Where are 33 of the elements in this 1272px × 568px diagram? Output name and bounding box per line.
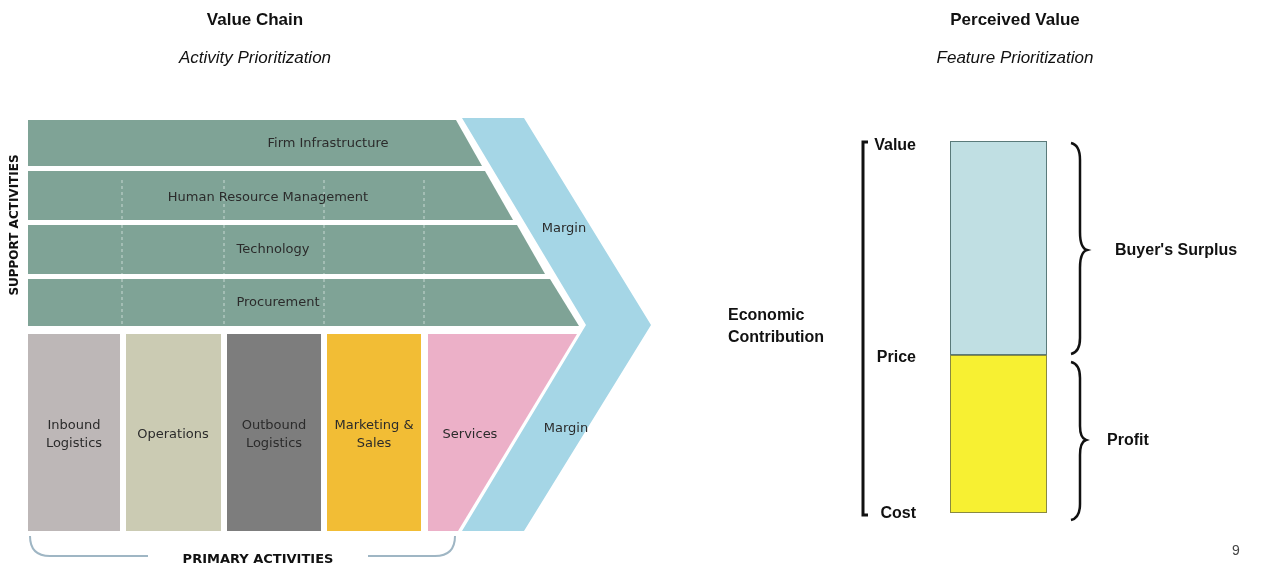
heading: Perceived Value [950,10,1080,30]
support-activity-band [28,171,514,220]
value-label: Value [874,136,916,154]
subheading: Activity Prioritization [178,48,332,68]
activity-label: Operations [136,425,210,443]
activity-label: Human Resource Management [166,188,370,206]
primary-activity-column [126,334,221,531]
activity-label: Marketing & Sales [334,416,414,452]
subheading: Feature Prioritization [936,48,1094,68]
support-activity-band [28,279,580,326]
brace-label: Buyer's Surplus [1115,241,1238,259]
value-label: Price [876,348,916,366]
primary-activity-column [28,334,120,531]
value-label: Cost [880,504,916,522]
bracket-label: Economic Contribution [728,304,825,347]
primary-activity-column [227,334,321,531]
axis-label: PRIMARY ACTIVITIES [182,550,334,566]
activity-label: Firm Infrastructure [266,134,390,152]
support-activity-band [28,120,483,166]
activity-label: Procurement [235,293,321,311]
activity-label: Services [441,425,499,443]
primary-activity-column [327,334,421,531]
activity-label: Technology [235,240,311,258]
axis-label: SUPPORT ACTIVITIES [7,154,21,296]
profit-bar [950,355,1047,513]
activity-label: Inbound Logistics [44,416,104,452]
buyer-surplus-bar [950,141,1047,355]
margin-label: Margin [542,419,590,437]
brace-label: Profit [1107,431,1149,449]
activity-label: Outbound Logistics [240,416,308,452]
margin-label: Margin [540,219,588,237]
heading: Value Chain [206,10,304,30]
page-number: 9 [1232,542,1240,558]
